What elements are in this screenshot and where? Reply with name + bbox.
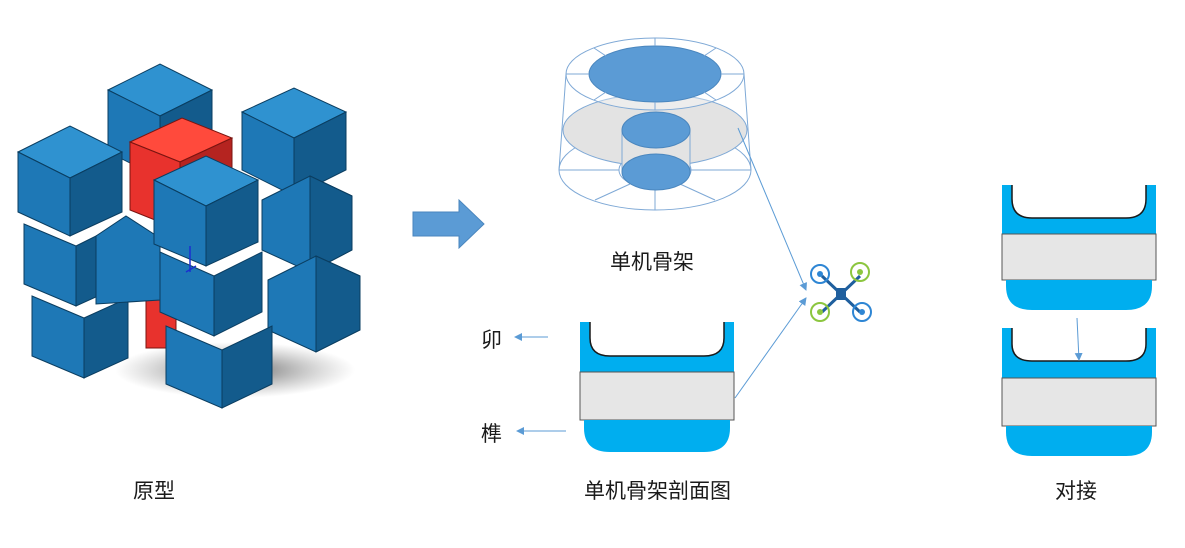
quadcopter-drone-icon xyxy=(810,262,872,322)
label-prototype: 原型 xyxy=(133,479,175,503)
docking-upper-section xyxy=(1001,185,1157,310)
cube-front-top xyxy=(152,155,260,267)
frame-section-view xyxy=(579,322,735,452)
cube-front-middle xyxy=(159,246,263,337)
section-bottom-tenon xyxy=(584,420,730,452)
label-mortise: 卯 xyxy=(481,328,502,352)
rotor-icon xyxy=(810,302,830,322)
docking-lower-section xyxy=(1001,328,1157,456)
cube-left-bottom xyxy=(31,295,129,379)
rotor-icon xyxy=(850,262,870,282)
label-tenon: 榫 xyxy=(481,422,502,446)
docking-arrow-icon xyxy=(1074,317,1083,361)
inner-cylinder xyxy=(621,111,691,191)
single-frame-wireframe xyxy=(558,73,752,211)
label-docking: 对接 xyxy=(1055,479,1097,503)
label-frame-section: 单机骨架剖面图 xyxy=(584,479,731,503)
label-single-frame: 单机骨架 xyxy=(610,250,694,274)
top-ring xyxy=(565,37,745,111)
section-to-drone-connector xyxy=(734,297,807,399)
cube-front-bottom xyxy=(165,325,273,409)
cube-middle-middle xyxy=(95,215,161,305)
section-middle-band xyxy=(579,371,735,421)
rotor-icon xyxy=(810,264,830,284)
cube-left-top xyxy=(16,125,124,237)
cube-right-middle xyxy=(261,175,353,273)
rotor-icon xyxy=(852,302,872,322)
right-block-arrow-icon xyxy=(412,198,485,250)
frame-to-drone-connector xyxy=(737,127,807,291)
section-top-mortise xyxy=(580,322,734,372)
cube-right-bottom xyxy=(267,255,361,353)
prototype-cube-model xyxy=(16,63,361,409)
